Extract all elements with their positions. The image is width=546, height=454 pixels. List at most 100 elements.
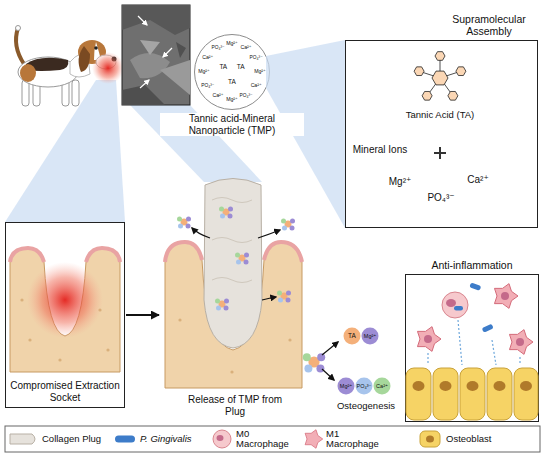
anti-inflammation-scene bbox=[446, 299, 456, 307]
ion-circle-shape bbox=[374, 378, 391, 395]
legend-panel bbox=[115, 436, 135, 443]
anti-inflammation-scene bbox=[442, 292, 468, 318]
ion-circle: Ca²⁺ bbox=[201, 51, 215, 65]
node-label: PO₄³⁻ bbox=[250, 55, 263, 61]
tannic-acid-structure bbox=[448, 91, 458, 100]
node-label: PO₄³⁻ bbox=[239, 93, 252, 99]
extraction-socket bbox=[106, 348, 109, 351]
dog-illustration bbox=[22, 80, 29, 106]
extraction-socket bbox=[20, 298, 23, 301]
sem-image bbox=[176, 42, 186, 58]
anti-inflammation-scene bbox=[460, 368, 485, 420]
node-label: PO₄³⁻ bbox=[201, 83, 214, 89]
ion-circle: Ca²⁺ bbox=[461, 163, 495, 197]
legend-label: Osteoblast bbox=[446, 434, 491, 444]
dog-illustration bbox=[72, 80, 79, 106]
anti-inflammation-scene bbox=[406, 368, 431, 420]
node-label: Anti-inflammation bbox=[405, 259, 539, 271]
extraction-socket bbox=[10, 248, 120, 372]
legend-panel bbox=[5, 426, 540, 452]
anti-inflammation-scene bbox=[440, 381, 452, 391]
node-label: Ca²⁺ bbox=[202, 55, 213, 61]
socket-with-plug bbox=[288, 338, 291, 341]
zoom-wedge bbox=[5, 80, 125, 222]
socket-with-plug bbox=[165, 179, 338, 389]
sem-image bbox=[122, 5, 190, 105]
zoom-wedge bbox=[5, 40, 345, 228]
node-label: Mg²⁺ bbox=[389, 176, 412, 188]
node-label: Ca²⁺ bbox=[251, 83, 262, 89]
node-label: TA bbox=[348, 332, 356, 339]
node-label: Ca²⁺ bbox=[467, 174, 488, 186]
socket-with-plug bbox=[215, 299, 229, 311]
nanoparticle-circle-shape bbox=[195, 35, 270, 110]
ion-circle: Mg²⁺ bbox=[361, 327, 379, 345]
legend-label: M1 Macrophage bbox=[326, 429, 386, 449]
dog-illustration bbox=[92, 52, 124, 84]
ion-circle-shape bbox=[356, 378, 373, 395]
ion-circle: PO₄³⁻ bbox=[201, 79, 215, 93]
sem-image bbox=[122, 5, 190, 35]
ion-circle: Mg²⁺ bbox=[253, 65, 267, 79]
ion-circle-shape bbox=[362, 328, 379, 345]
node-label: Ca²⁺ bbox=[376, 383, 388, 389]
socket-with-plug bbox=[322, 369, 334, 380]
socket-with-plug bbox=[230, 370, 233, 373]
assembly-panel-shape bbox=[346, 41, 538, 228]
anti-inflammation-scene bbox=[413, 381, 425, 391]
legend-label: P. Gingivalis bbox=[140, 434, 192, 444]
sem-image bbox=[138, 16, 147, 25]
node-label: Mg²⁺ bbox=[226, 41, 238, 47]
node-label: Mg²⁺ bbox=[226, 97, 238, 103]
tannic-acid-circle: TA bbox=[233, 59, 249, 75]
anti-inflammation-panel-shape bbox=[406, 275, 539, 422]
socket-panel-shape bbox=[6, 223, 125, 408]
sem-image bbox=[140, 40, 160, 55]
node-label: Mg²⁺ bbox=[198, 69, 210, 75]
ion-circle: Ca²⁺ bbox=[249, 79, 263, 93]
ion-circle: PO₄³⁻ bbox=[249, 51, 263, 65]
socket-panel: Compromised Extraction Socket bbox=[5, 222, 125, 408]
ion-circle-shape bbox=[338, 378, 355, 395]
node-label: Mg²⁺ bbox=[340, 383, 352, 389]
socket-with-plug bbox=[204, 179, 262, 349]
tannic-acid-circle: TA bbox=[343, 327, 361, 345]
extraction-socket bbox=[10, 248, 120, 372]
legend-panel bbox=[10, 434, 35, 444]
extraction-socket bbox=[27, 262, 103, 338]
ion-circle: Ca²⁺ bbox=[211, 89, 225, 103]
ion-circle: Mg²⁺ bbox=[225, 37, 239, 51]
socket-with-plug bbox=[178, 318, 181, 321]
anti-inflammation-scene bbox=[467, 381, 479, 391]
legend-panel bbox=[5, 426, 540, 452]
plus-sign bbox=[439, 147, 441, 159]
annotation-label: Mineral Ions bbox=[353, 144, 407, 156]
legend-panel bbox=[420, 431, 440, 447]
tannic-acid-circle: Tannic Acid (TA) bbox=[392, 47, 488, 143]
tannic-acid-structure bbox=[456, 67, 466, 76]
tannic-acid-circle-shape bbox=[344, 328, 361, 345]
tannic-acid-structure bbox=[435, 52, 445, 61]
extraction-socket bbox=[58, 358, 61, 361]
socket-with-plug bbox=[235, 253, 249, 265]
sem-image bbox=[163, 48, 172, 57]
dog-illustration bbox=[16, 26, 125, 107]
sem-image bbox=[140, 80, 149, 88]
tannic-acid-structure bbox=[422, 91, 432, 100]
node-label: TA bbox=[219, 63, 227, 70]
sem-image bbox=[122, 85, 165, 105]
tannic-acid-circle-outline bbox=[392, 47, 488, 143]
node-label: Ca²⁺ bbox=[212, 93, 223, 99]
node-label: Mg²⁺ bbox=[254, 69, 266, 75]
legend-panel bbox=[217, 435, 224, 441]
node-label: PO₄³⁻ bbox=[357, 383, 372, 389]
node-label: Supramolecular Assembly bbox=[433, 13, 545, 37]
dog-illustration bbox=[20, 64, 36, 82]
socket-with-plug bbox=[177, 217, 191, 229]
socket-with-plug bbox=[277, 291, 291, 303]
node-label: PO₄³⁻ bbox=[427, 192, 454, 204]
dog-illustration bbox=[16, 26, 21, 31]
node-label: TA bbox=[228, 78, 236, 85]
ion-circle: PO₄³⁻ bbox=[422, 179, 460, 217]
